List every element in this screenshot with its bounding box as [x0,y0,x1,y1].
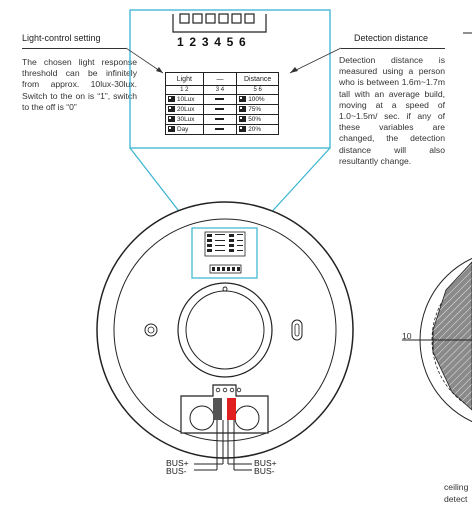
lens-ring [177,282,273,378]
indicator-dot [222,286,228,292]
dip-switch-icon [168,116,175,123]
housing-outer [96,201,354,459]
right-pointer-arrow [290,67,298,73]
table-head-mid: — [202,72,238,86]
dash-icon [215,128,225,131]
dip-switch-icon [168,126,175,133]
bus-minus-left: BUS- [166,466,187,476]
scale-label: 10 [402,331,412,341]
terminal-screw-left [189,405,215,431]
table-row: 10Lux 100% [165,94,279,105]
terminal-screw-right [234,405,260,431]
detection-distance-title: Detection distance [354,33,429,43]
dip-switch-comb [172,13,267,33]
detection-distance-rule [341,48,445,49]
dip-switch-icon [239,96,247,103]
table-row: 20Lux 75% [165,104,279,115]
settings-table: Light — Distance 1 2 3 4 5 6 10Lux 100% … [165,72,279,135]
zoom-callout-box [129,9,331,149]
dash-icon [215,118,225,121]
switch-numbers: 1 2 3 4 5 6 [177,35,247,49]
table-head-distance: Distance [236,72,279,86]
detection-distance-description: Detection distance is measured using a p… [339,55,445,166]
terminal-block [180,384,269,471]
wire-red [227,398,236,420]
table-head-light: Light [165,72,204,86]
table-sub-mid: 3 4 [202,85,238,95]
right-pointer [289,47,342,74]
dash-icon [215,108,225,111]
wire-black [213,398,222,420]
table-sub-light: 1 2 [165,85,204,95]
table-row: 30Lux 50% [165,114,279,125]
light-control-rule [22,48,126,49]
light-control-description: The chosen light response threshold can … [22,57,137,112]
table-row: Day 20% [165,124,279,135]
dip-switch-icon [239,116,247,123]
left-pointer-arrow [156,67,163,73]
dash-icon [215,98,225,101]
table-sub-distance: 5 6 [236,85,279,95]
dip-switch-icon [239,106,247,113]
bus-plus-left: BUS+ [166,458,189,468]
dip-switch-icon [168,96,175,103]
bus-minus-right: BUS- [254,466,275,476]
left-pointer [125,47,164,74]
dip-switch-icon [168,106,175,113]
dip-switch-icon [239,126,247,133]
light-control-title: Light-control setting [22,33,101,43]
detection-area-figure [402,257,472,423]
screw-slot-right [291,319,303,341]
device-switch-panel [191,227,258,279]
bus-plus-right: BUS+ [254,458,277,468]
caption-line-1: ceiling [444,482,469,492]
caption-line-2: detect [444,494,468,504]
housing-rim [113,218,337,442]
screw-hole-left [144,323,158,337]
